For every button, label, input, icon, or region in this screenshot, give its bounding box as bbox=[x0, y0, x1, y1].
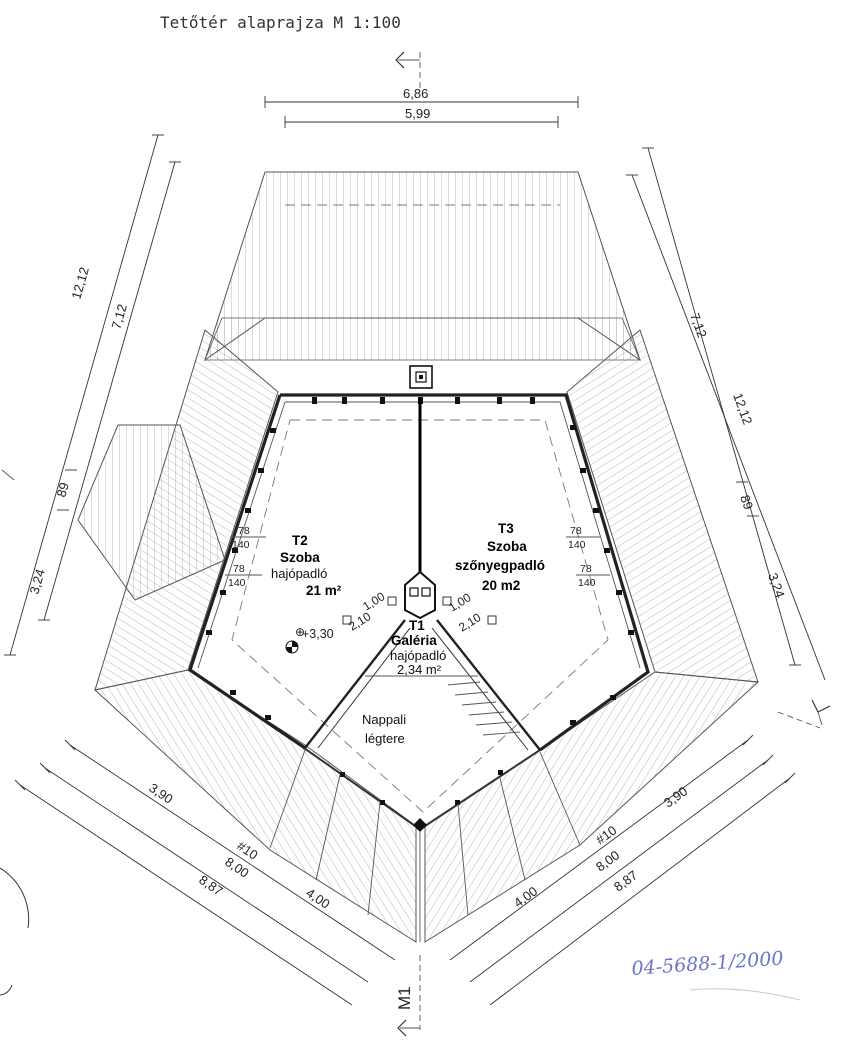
dim-left-mid: 89 bbox=[53, 481, 71, 499]
room-t1-area: 2,34 m² bbox=[397, 662, 442, 677]
svg-text:1,00: 1,00 bbox=[446, 590, 474, 614]
room-t3-code: T3 bbox=[498, 521, 514, 536]
dim-bl-400: 4,00 bbox=[303, 885, 332, 912]
dim-left-total: 12,12 bbox=[68, 265, 91, 300]
svg-text:140: 140 bbox=[568, 539, 586, 551]
svg-text:2,10: 2,10 bbox=[456, 610, 484, 634]
stove-icon bbox=[404, 570, 436, 620]
svg-text:2,10: 2,10 bbox=[346, 609, 374, 633]
dim-right-upper: 7,12 bbox=[687, 311, 710, 340]
room-t1: T1 Galéria hajópadló 2,34 m² bbox=[390, 618, 446, 677]
room-t2-area: 21 m² bbox=[306, 583, 342, 598]
dim-br-400: 4,00 bbox=[511, 883, 540, 910]
svg-text:140: 140 bbox=[228, 577, 246, 589]
stamp-number: 04-5688-1/2000 bbox=[631, 947, 784, 980]
window-labels-left: 78 140 78 140 bbox=[225, 525, 266, 589]
room-t2-name: Szoba bbox=[280, 550, 320, 565]
door-label-left: 1,00 2,10 bbox=[342, 589, 397, 634]
svg-text:78: 78 bbox=[580, 563, 592, 575]
dim-bl-887: 8,87 bbox=[196, 872, 225, 899]
section-arrow-top bbox=[395, 51, 421, 88]
svg-text:78: 78 bbox=[233, 563, 245, 575]
gallery-partitions bbox=[304, 398, 541, 751]
roof-top-section bbox=[204, 171, 641, 362]
edge-arc bbox=[0, 867, 30, 929]
svg-text:78: 78 bbox=[238, 525, 250, 537]
room-t1-code: T1 bbox=[409, 618, 425, 633]
svg-text:140: 140 bbox=[578, 577, 596, 589]
dim-top-inner: 5,99 bbox=[405, 106, 430, 121]
window-labels-right: 78 140 78 140 bbox=[566, 525, 610, 589]
dim-br-short: 3,90 bbox=[661, 783, 690, 810]
section-arrow-left bbox=[1, 469, 15, 481]
dim-right-total: 12,12 bbox=[730, 391, 755, 427]
wall-posts bbox=[206, 397, 634, 805]
dim-br-887: 8,87 bbox=[611, 867, 640, 894]
dim-top: 6,86 5,99 bbox=[264, 86, 579, 128]
dim-left-upper: 7,12 bbox=[108, 302, 129, 330]
section-marker-m1: M1 bbox=[395, 955, 421, 1037]
level-marker: +3,30 ⊕ bbox=[285, 625, 334, 654]
door-label-right: 1,00 2,10 bbox=[442, 590, 497, 635]
drawing-title: Tetőtér alaprajza M 1:100 bbox=[160, 13, 401, 32]
void-line2: légtere bbox=[365, 731, 405, 746]
roof-right-section bbox=[566, 329, 759, 683]
interior-dashed-lines bbox=[231, 204, 609, 813]
room-t3-area: 20 m2 bbox=[482, 578, 520, 593]
dim-left-lower: 3,24 bbox=[26, 567, 47, 595]
dim-right-mid: 89 bbox=[737, 493, 756, 512]
roof-left-section bbox=[77, 329, 279, 691]
room-t3: T3 Szoba szőnyegpadló 20 m2 bbox=[455, 521, 545, 593]
room-t2-code: T2 bbox=[292, 533, 308, 548]
bottom-wedge-lines bbox=[269, 749, 581, 942]
room-t1-name: Galéria bbox=[391, 633, 437, 648]
staircase bbox=[447, 681, 521, 736]
svg-text:78: 78 bbox=[570, 525, 582, 537]
section-label: M1 bbox=[395, 986, 414, 1010]
void-line1: Nappali bbox=[362, 712, 406, 727]
dim-top-outer: 6,86 bbox=[403, 86, 428, 101]
room-t1-floor: hajópadló bbox=[390, 648, 446, 663]
section-arrow-right bbox=[777, 699, 831, 729]
roof-bottom-left-section bbox=[93, 669, 417, 943]
dim-bl-short: 3,90 bbox=[146, 780, 175, 807]
chimney-icon bbox=[409, 365, 433, 389]
svg-text:⊕: ⊕ bbox=[295, 625, 305, 639]
room-t3-floor: szőnyegpadló bbox=[455, 558, 545, 573]
room-t3-name: Szoba bbox=[487, 539, 527, 554]
room-t2: T2 Szoba hajópadló 21 m² bbox=[271, 533, 342, 598]
room-t2-floor: hajópadló bbox=[271, 566, 327, 581]
outer-walls bbox=[188, 393, 650, 829]
level-label: +3,30 bbox=[302, 627, 334, 641]
svg-text:140: 140 bbox=[232, 539, 250, 551]
living-void: Nappali légtere bbox=[362, 712, 406, 746]
